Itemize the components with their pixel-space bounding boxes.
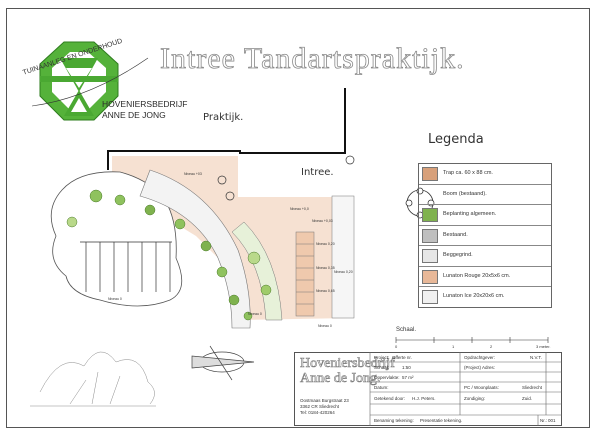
tb-oppervlakte-label: Oppervlakte: bbox=[374, 375, 400, 380]
tb-address-1: Oostmaas Burgstraat 23 bbox=[300, 398, 349, 403]
level-label-10: Niveau 0 bbox=[318, 324, 332, 328]
logo-company-line1: HOVENIERSBEDRIJF bbox=[102, 99, 188, 109]
legend-label: Boom (bestaand). bbox=[443, 190, 487, 197]
tb-opdracht-value: N.V.T. bbox=[530, 355, 542, 360]
tb-pc-label: PC / Woonplaats: bbox=[464, 385, 499, 390]
company-logo bbox=[31, 41, 149, 121]
legend-label: Lunaton Rouge 20x5x6 cm. bbox=[443, 272, 511, 279]
title-block bbox=[294, 352, 562, 426]
legend-title: Legenda bbox=[428, 132, 484, 147]
level-label-4: Niveau 0,20 bbox=[316, 242, 335, 246]
legend-label: Bestaand. bbox=[443, 231, 468, 238]
tb-nr-value: 001 bbox=[548, 418, 556, 423]
legend-table: Trap ca. 60 x 88 cm. Boom (bestaand). Bepl… bbox=[418, 163, 552, 308]
tb-company-line1: Hoveniersbedrijf bbox=[300, 356, 395, 372]
legend-swatch bbox=[422, 269, 438, 284]
legend-row: Beggegrind. bbox=[419, 246, 551, 267]
legend-swatch bbox=[422, 290, 438, 304]
level-label-7: Niveau 0,20 bbox=[334, 270, 353, 274]
north-arrow bbox=[191, 345, 255, 381]
legend-label: Trap ca. 60 x 88 cm. bbox=[443, 170, 493, 176]
tb-ondertekening-value: Zuid. bbox=[522, 396, 533, 401]
legend-row: Lunaton Rouge 20x5x6 cm. bbox=[419, 267, 551, 287]
legend-swatch bbox=[422, 167, 438, 181]
tb-company-line2: Anne de Jong. bbox=[300, 371, 381, 387]
tb-nr-label: Nr.: bbox=[540, 418, 548, 423]
legend-row: Trap ca. 60 x 88 cm. bbox=[419, 164, 551, 185]
level-label-9: Niveau 0 bbox=[248, 312, 262, 316]
legend-swatch bbox=[422, 228, 438, 243]
tree-existing bbox=[217, 155, 355, 201]
right-planting bbox=[331, 195, 355, 319]
scale-tick-3: 3 meter. bbox=[536, 344, 551, 349]
legend-swatch bbox=[422, 188, 436, 200]
legend-label: Beggegrind. bbox=[443, 252, 473, 258]
tb-benaming-label: Benaming tekening: bbox=[374, 418, 414, 423]
scale-label: Schaal. bbox=[396, 327, 417, 333]
tb-opdracht-label: Opdrachtgever: bbox=[464, 355, 496, 360]
level-label-2: Niveau +0,0 bbox=[290, 207, 309, 211]
legend-label: Beplanting algemeen. bbox=[443, 211, 497, 217]
level-label-6: Niveau 0,65 bbox=[316, 289, 335, 293]
tb-phone: Tel: 0184-420264 bbox=[300, 410, 335, 415]
bike-stands bbox=[80, 241, 172, 292]
legend-row: Beplanting algemeen. bbox=[419, 205, 551, 226]
tree-sketch bbox=[30, 351, 156, 407]
tb-ondertekening-label: Zondiging: bbox=[464, 396, 486, 401]
logo-company-line2: ANNE DE JONG bbox=[102, 110, 166, 120]
legend-swatch bbox=[422, 249, 438, 263]
label-intree: Intree. bbox=[301, 167, 334, 178]
tb-address-2: 3362 CR Sliedrecht bbox=[300, 404, 340, 409]
tb-project-value: Offerte nr. bbox=[392, 355, 412, 360]
legend-swatch bbox=[422, 208, 438, 222]
level-label-1: Niveau +03 bbox=[184, 172, 202, 176]
scale-tick-1: 1 bbox=[452, 344, 455, 349]
tb-adres-label: (Project) Adres: bbox=[464, 365, 496, 370]
gravel-band bbox=[139, 169, 251, 329]
logo-arc-line bbox=[31, 57, 149, 107]
tb-datum-label: Datum: bbox=[374, 385, 389, 390]
plants bbox=[66, 189, 272, 321]
level-label-5: Niveau 0,35 bbox=[316, 266, 335, 270]
steps bbox=[295, 231, 315, 317]
label-praktijk: Praktijk. bbox=[203, 112, 244, 123]
tb-schaal-value: 1:50 bbox=[402, 365, 411, 370]
scale-tick-2: 2 bbox=[490, 344, 493, 349]
tb-schaal-label: Schaal: bbox=[374, 365, 390, 370]
legend-row: Lunaton Ice 20x20x6 cm. bbox=[419, 287, 551, 307]
tb-project-label: Project: bbox=[374, 355, 390, 360]
legend-row: Boom (bestaand). bbox=[419, 185, 551, 205]
scale-bar bbox=[395, 337, 549, 343]
legend-label: Lunaton Ice 20x20x6 cm. bbox=[443, 293, 505, 299]
scale-tick-0: 0 bbox=[395, 344, 398, 349]
tb-oppervlakte-value: 57 m² bbox=[402, 375, 414, 380]
legend-row: Bestaand. bbox=[419, 226, 551, 246]
building-wall bbox=[107, 88, 346, 170]
level-label-8: Niveau 0 bbox=[108, 297, 122, 301]
level-label-3: Niveau +0,03 bbox=[312, 219, 333, 223]
tb-pc-value: Sliedrecht bbox=[522, 385, 543, 390]
tb-benaming-value: Presentatie tekening. bbox=[420, 418, 463, 423]
page-title: Intree Tandartspraktijk. bbox=[160, 42, 465, 76]
drawing-sheet bbox=[6, 8, 590, 428]
tb-getekend-label: Getekend door: bbox=[374, 396, 406, 401]
tb-getekend-value: H.J. Peters. bbox=[412, 396, 436, 401]
